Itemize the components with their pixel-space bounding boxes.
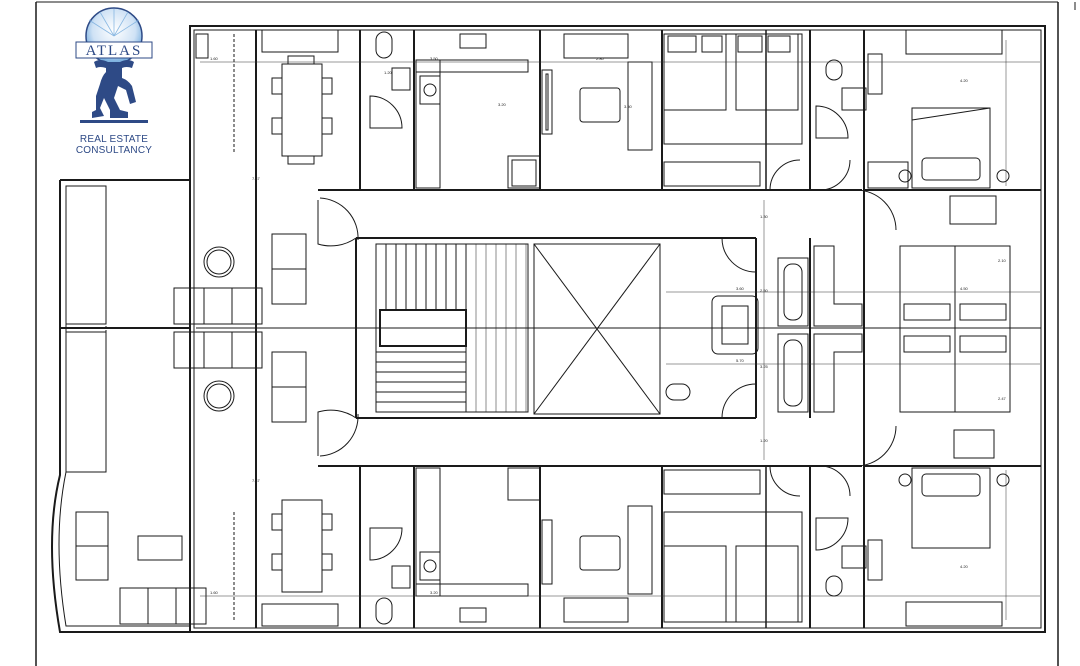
atlas-logo: ATLAS REAL ESTATE CONSULTANCY	[64, 6, 164, 156]
dimension-label: 4.20	[960, 78, 969, 83]
dimension-label: 3.60	[736, 286, 745, 291]
dimension-label: 3.20	[498, 102, 507, 107]
top-units	[195, 29, 1041, 191]
dimension-label: 2.10	[998, 258, 1007, 263]
atlas-figure-icon: ATLAS	[75, 7, 153, 123]
stair	[375, 243, 529, 413]
dimension-label: 1.30	[760, 214, 769, 219]
logo-line-1: REAL ESTATE	[79, 134, 149, 145]
corridor-doors	[317, 189, 897, 467]
middle-rooms	[173, 190, 1011, 466]
bottom-units	[75, 465, 1041, 628]
plan-frame	[35, 1, 1076, 666]
dimension-label: 3.50	[624, 104, 633, 109]
building-walls	[51, 25, 1046, 633]
dimension-label: 2.50	[760, 288, 769, 293]
dimension-label: 3.20	[430, 590, 439, 595]
dimension-label: 1.60	[210, 56, 219, 61]
dimension-label: 7.47	[252, 478, 261, 483]
dimension-label: 3.50	[430, 56, 439, 61]
dimension-label: 2.47	[998, 396, 1007, 401]
logo-line-2: CONSULTANCY	[75, 145, 153, 156]
dimension-label: 1.60	[210, 590, 219, 595]
dimension-label: 1.20	[760, 438, 769, 443]
dimension-label: 7.47	[252, 176, 261, 181]
dimension-labels: 1.60 7.47 3.50 3.20 2.80 3.50 1.30 1.20 4.20 2.10…	[210, 56, 1007, 595]
dimension-lines	[200, 40, 1040, 620]
dimension-label: 4.20	[960, 564, 969, 569]
logo-word: ATLAS	[86, 43, 143, 59]
dimension-label: 3.25	[760, 364, 769, 369]
balcony-left	[65, 185, 107, 473]
corridor-walls	[196, 30, 1041, 628]
dimension-label: 1.20	[384, 70, 393, 75]
elevator-shaft	[533, 243, 661, 415]
dimension-label: 5.70	[736, 358, 745, 363]
dimension-label: 4.50	[960, 286, 969, 291]
logo-text: REAL ESTATE CONSULTANCY	[64, 134, 164, 156]
dimension-label: 2.80	[596, 56, 605, 61]
